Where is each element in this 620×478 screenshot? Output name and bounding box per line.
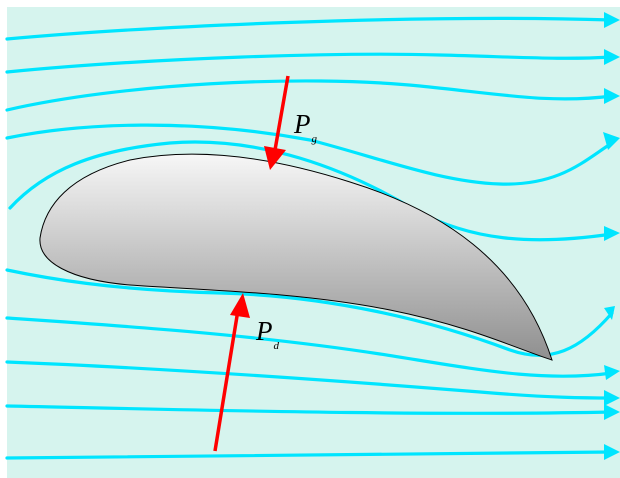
pressure-label-bottom-main: P [256, 316, 273, 346]
pressure-label-top-subscript: g [312, 133, 318, 145]
pressure-label-top: Pg [294, 111, 316, 138]
pressure-label-bottom-subscript: d [274, 340, 280, 352]
pressure-label-bottom: Pd [256, 318, 278, 345]
pressure-label-top-main: P [294, 109, 311, 139]
